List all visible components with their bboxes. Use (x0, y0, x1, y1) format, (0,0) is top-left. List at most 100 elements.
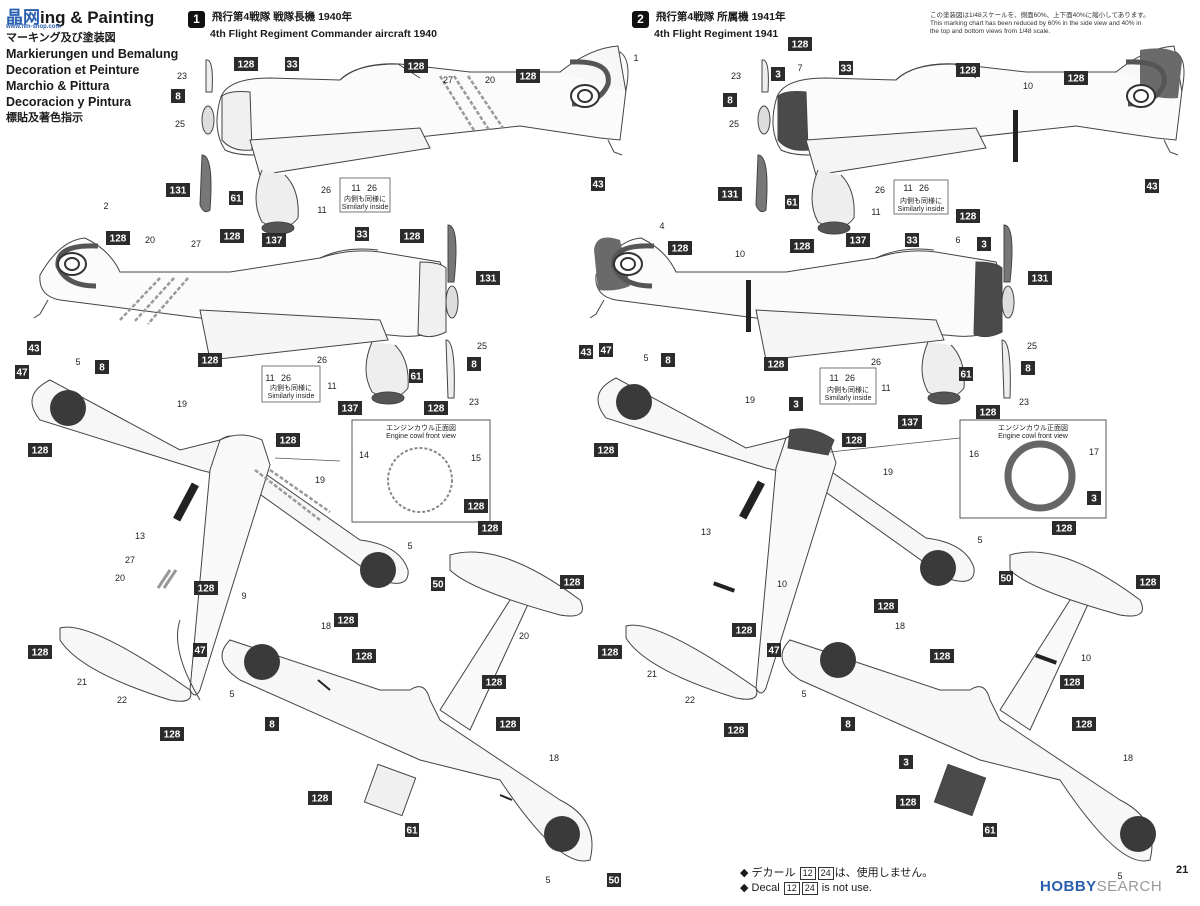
decal-box-128-33: 128 (482, 675, 506, 689)
decal-box-128-27: 128 (478, 521, 502, 535)
decal-box-bg (718, 187, 742, 201)
decal-box-128-73: 128 (732, 623, 756, 637)
decal-box-128-79: 128 (1072, 717, 1096, 731)
callout-number-23-53: 23 (1019, 397, 1029, 407)
scheme-1-title-en: 4th Flight Regiment Commander aircraft 1… (210, 28, 437, 40)
decal-box-bg (839, 61, 853, 75)
similarly-inside-en-3: Similarly inside (898, 206, 945, 213)
callout-number-11-6: 11 (317, 205, 326, 215)
decal-box-label: 128 (238, 60, 255, 71)
decal-box-128-71: 128 (1136, 575, 1160, 589)
callout-number-10-39: 10 (1023, 81, 1033, 91)
callout-number-11-43: 11 (903, 183, 912, 193)
decal-box-128-36: 128 (308, 791, 332, 805)
s1-wing-band (173, 482, 199, 522)
callout-number-19-22: 19 (315, 475, 325, 485)
decal-box-bg (724, 723, 748, 737)
decal-box-128-30: 128 (160, 727, 184, 741)
cowl-title-jp-2: エンジンカウル正面図 (998, 424, 1068, 432)
decal-box-bg (27, 341, 41, 355)
decal-box-label: 131 (170, 186, 187, 197)
cowl-title-en-1: Engine cowl front view (386, 433, 457, 440)
decal-box-128-70: 128 (1052, 521, 1076, 535)
s2-fuselage-band-left (1013, 110, 1018, 162)
page-number: 21 (1176, 864, 1189, 876)
callout-number-26-44: 26 (919, 183, 929, 193)
callout-number-23-36: 23 (731, 71, 741, 81)
scale-note-en-1: This marking chart has been reduced by 6… (930, 20, 1142, 27)
decal-box-128-48: 128 (790, 239, 814, 253)
decal-box-label: 128 (198, 584, 215, 595)
decal-box-bg (607, 873, 621, 887)
callout-number-10-46: 10 (735, 249, 745, 259)
scheme-2-title-jp: 飛行第4戦隊 所属機 1941年 (655, 11, 786, 23)
decal-box-47-20: 47 (15, 365, 29, 379)
s2-cowl-front-view (829, 419, 1107, 519)
decal-box-bg (788, 37, 812, 51)
decal-box-label: 128 (224, 232, 241, 243)
s2-bottom-hinomaru-left (820, 642, 856, 678)
decal-box-label: 8 (99, 363, 105, 374)
s2-bottom-hinomaru-right (1120, 816, 1156, 852)
decal-box-bg (95, 360, 109, 374)
decal-box-128-12: 128 (400, 229, 424, 243)
decal-box-bg (598, 645, 622, 659)
decal-box-label: 8 (665, 356, 671, 367)
decal-box-bg (976, 405, 1000, 419)
decal-box-bg (409, 369, 423, 383)
decal-box-8-4: 8 (171, 89, 185, 103)
decal-box-bg (1145, 179, 1159, 193)
callout-number-20-4: 20 (485, 75, 495, 85)
decal-box-128-32: 128 (352, 649, 376, 663)
similarly-inside-jp-3: 内側も同様に (900, 196, 942, 205)
decal-box-label: 50 (608, 876, 620, 887)
callout-number-25-2: 25 (175, 119, 185, 129)
decal-box-label: 128 (404, 232, 421, 243)
decal-box-128-64: 128 (594, 443, 618, 457)
decal-box-50-69: 50 (999, 571, 1013, 585)
decal-box-bg (285, 57, 299, 71)
decal-box-3-67: 3 (1087, 491, 1101, 505)
scheme-1-header: 1 飛行第4戦隊 戦隊長機 1940年 4th Flight Regiment … (188, 11, 437, 41)
decal-box-label: 128 (408, 62, 425, 73)
decal-box-128-72: 128 (598, 645, 622, 659)
decal-box-128-81: 128 (896, 795, 920, 809)
decal-box-bg (999, 571, 1013, 585)
decal-box-61-82: 61 (983, 823, 997, 837)
decal-box-bg (560, 575, 584, 589)
callout-number-5-68: 5 (1117, 871, 1122, 881)
decal-box-label: 128 (202, 356, 219, 367)
callout-number-2-9: 2 (103, 201, 108, 211)
similarly-inside-en-1: Similarly inside (342, 204, 389, 211)
callout-number-18-67: 18 (1123, 753, 1133, 763)
callout-number-11-49: 11 (881, 383, 890, 393)
decal-box-43-57: 43 (579, 345, 593, 359)
decal-box-label: 128 (878, 602, 895, 613)
decal-box-label: 128 (960, 212, 977, 223)
cowl-title-en-2: Engine cowl front view (998, 433, 1069, 440)
decal-box-33-54: 33 (905, 233, 919, 247)
decal-box-label: 128 (338, 616, 355, 627)
decal-box-3-41: 3 (771, 67, 785, 81)
decal-box-128-44: 128 (956, 63, 980, 77)
callout-number-27-26: 27 (125, 555, 135, 565)
callout-number-13-56: 13 (701, 527, 711, 537)
decal-box-bg (767, 643, 781, 657)
decal-box-label: 128 (1064, 678, 1081, 689)
s2-wing-band (739, 480, 765, 520)
title-text: ing & Painting (40, 8, 155, 27)
callout-number-22-32: 22 (117, 695, 127, 705)
decal-box-128-23: 128 (276, 433, 300, 447)
decal-box-label: 128 (32, 648, 49, 659)
decal-box-128-40: 128 (788, 37, 812, 51)
decal-box-bg (193, 643, 207, 657)
decal-box-bg (905, 233, 919, 247)
decal-box-label: 8 (1025, 364, 1031, 375)
decal-box-43-51: 43 (1145, 179, 1159, 193)
decal-box-33-1: 33 (285, 57, 299, 71)
decal-box-bg (732, 623, 756, 637)
s2-fuselage-band-right (746, 280, 751, 332)
decal-box-bg (276, 433, 300, 447)
decal-box-128-68: 128 (874, 599, 898, 613)
